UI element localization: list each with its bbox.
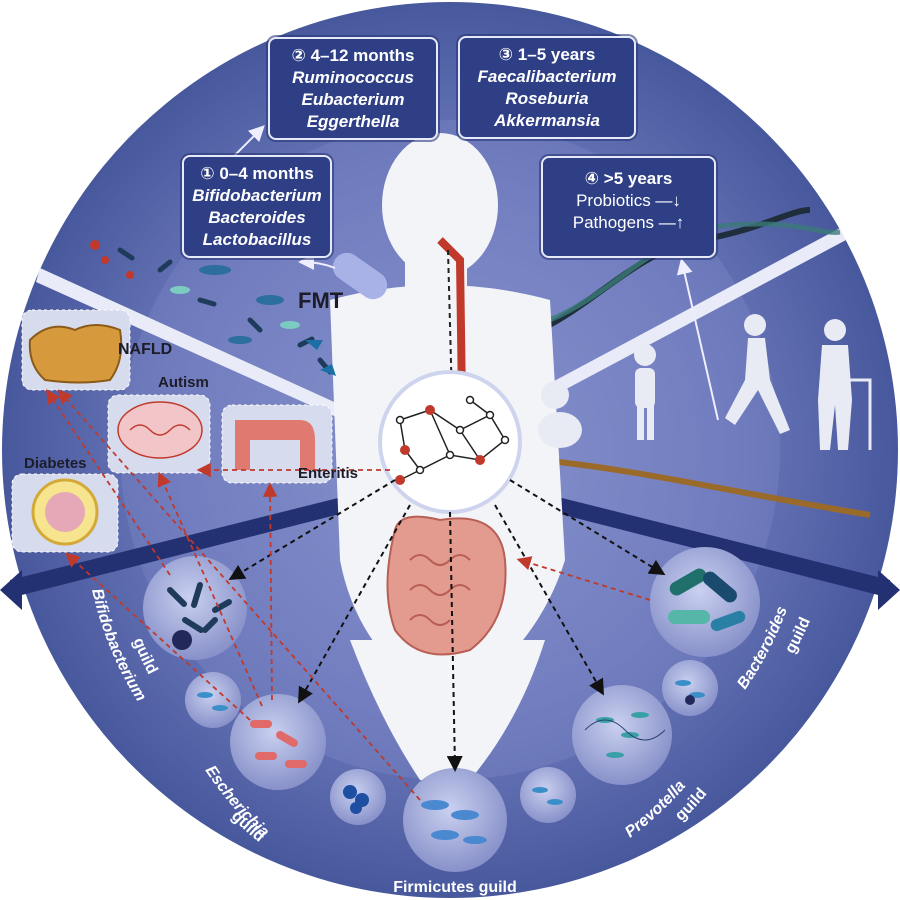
microbial-network-bubble	[378, 370, 522, 514]
beam-upper-left	[36, 268, 400, 442]
stage-1-line-3: Lactobacillus	[202, 230, 312, 249]
stage-1-header: ① 0–4 months	[200, 164, 314, 183]
stage-1-line-1: Bifidobacterium	[192, 186, 322, 205]
stage-3-line-2: Roseburia	[505, 89, 589, 108]
stage-3-line-3: Akkermansia	[494, 111, 600, 130]
fmt-microbes	[90, 240, 336, 376]
stage-2-line-3: Eggerthella	[306, 112, 400, 131]
small-bubble-4	[662, 660, 718, 716]
autism-brain-tile	[107, 394, 211, 474]
escherichia-guild-bubble	[230, 694, 326, 790]
bacteroides-guild-bubble	[650, 547, 760, 657]
child-figure	[634, 344, 656, 440]
elder-figure	[818, 319, 872, 450]
watermark: 大数跨境	[6, 872, 62, 888]
stage-3-line-1: Faecalibacterium	[477, 67, 617, 86]
center-to-guild-arrows	[228, 479, 666, 772]
trend-line-teal	[549, 221, 841, 323]
fmt-label: FMT	[298, 288, 344, 313]
stage-box-1: ① 0–4 months Bifidobacterium Bacteroides…	[182, 155, 332, 258]
firmicutes-guild-label: Firmicutes guild	[393, 879, 517, 896]
small-bubble-2	[330, 769, 386, 825]
stage-3-header: ③ 1–5 years	[498, 45, 596, 64]
baby-figure	[538, 381, 582, 448]
stage-2-line-2: Eubacterium	[301, 90, 405, 109]
nafld-liver-tile	[21, 309, 131, 391]
diabetes-label: Diabetes	[24, 455, 87, 472]
trend-line-brown	[539, 457, 871, 518]
autism-label: Autism	[158, 374, 209, 391]
oral-route	[447, 249, 453, 401]
guild-to-disease-arrows	[46, 389, 651, 801]
stage-box-4: ④ >5 years Probiotics —↓ Pathogens —↑	[541, 156, 716, 258]
stage-4-line-2: Pathogens —↑	[572, 213, 685, 232]
stage-4-line-1: Probiotics —↓	[576, 191, 681, 210]
beam-upper-right	[500, 228, 846, 420]
small-bubble-1	[185, 672, 241, 728]
esophagus	[437, 237, 466, 401]
stage-box-3: ③ 1–5 years Faecalibacterium Roseburia A…	[458, 36, 636, 139]
small-bubble-3	[520, 767, 576, 823]
nafld-label: NAFLD	[118, 341, 172, 358]
runner-figure	[725, 314, 790, 434]
stage-2-line-1: Ruminococcus	[292, 68, 414, 87]
beam-right-tip	[878, 570, 900, 610]
bifidobacterium-guild-bubble	[143, 556, 247, 660]
arrow-to-stage-4	[676, 258, 719, 421]
stage-box-2: ② 4–12 months Ruminococcus Eubacterium E…	[268, 37, 438, 140]
stage-2-header: ② 4–12 months	[291, 46, 415, 65]
stage-4-header: ④ >5 years	[584, 169, 673, 188]
diabetes-islet-tile	[11, 473, 119, 553]
stage-1-line-2: Bacteroides	[208, 208, 306, 227]
age-figures	[538, 314, 872, 450]
beam-left-tip	[0, 570, 22, 610]
enteritis-label: Enteritis	[298, 465, 358, 482]
intestine-icon	[386, 515, 507, 656]
capsule-icon	[332, 252, 388, 300]
prevotella-guild-bubble	[572, 685, 672, 785]
firmicutes-guild-bubble	[403, 768, 507, 872]
